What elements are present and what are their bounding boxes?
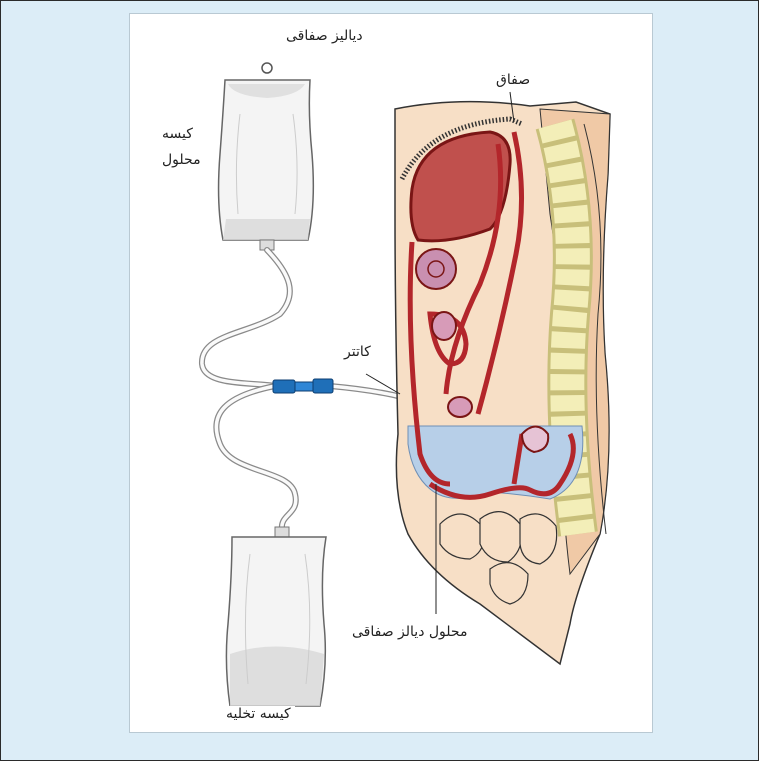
solution-bag-label-line1: کیسه [162,126,193,142]
catheter-label: کاتتر [344,344,371,360]
peritoneum-label: صفاق [496,72,530,88]
abdomen-cross-section [395,102,610,664]
dialysis-fluid-label: محلول دیالز صفاقی [352,624,467,640]
solution-bag [219,63,314,250]
figure-title: دیالیز صفاقی [286,28,363,44]
catheter-connector [273,379,333,393]
drainage-bag-label: کیسه تخلیه [222,706,295,722]
drainage-bag [226,527,326,706]
solution-bag-label-line2: محلول [162,152,201,168]
figure-card: دیالیز صفاقی کیسه محلول صفاق کاتتر محلول… [129,13,653,733]
